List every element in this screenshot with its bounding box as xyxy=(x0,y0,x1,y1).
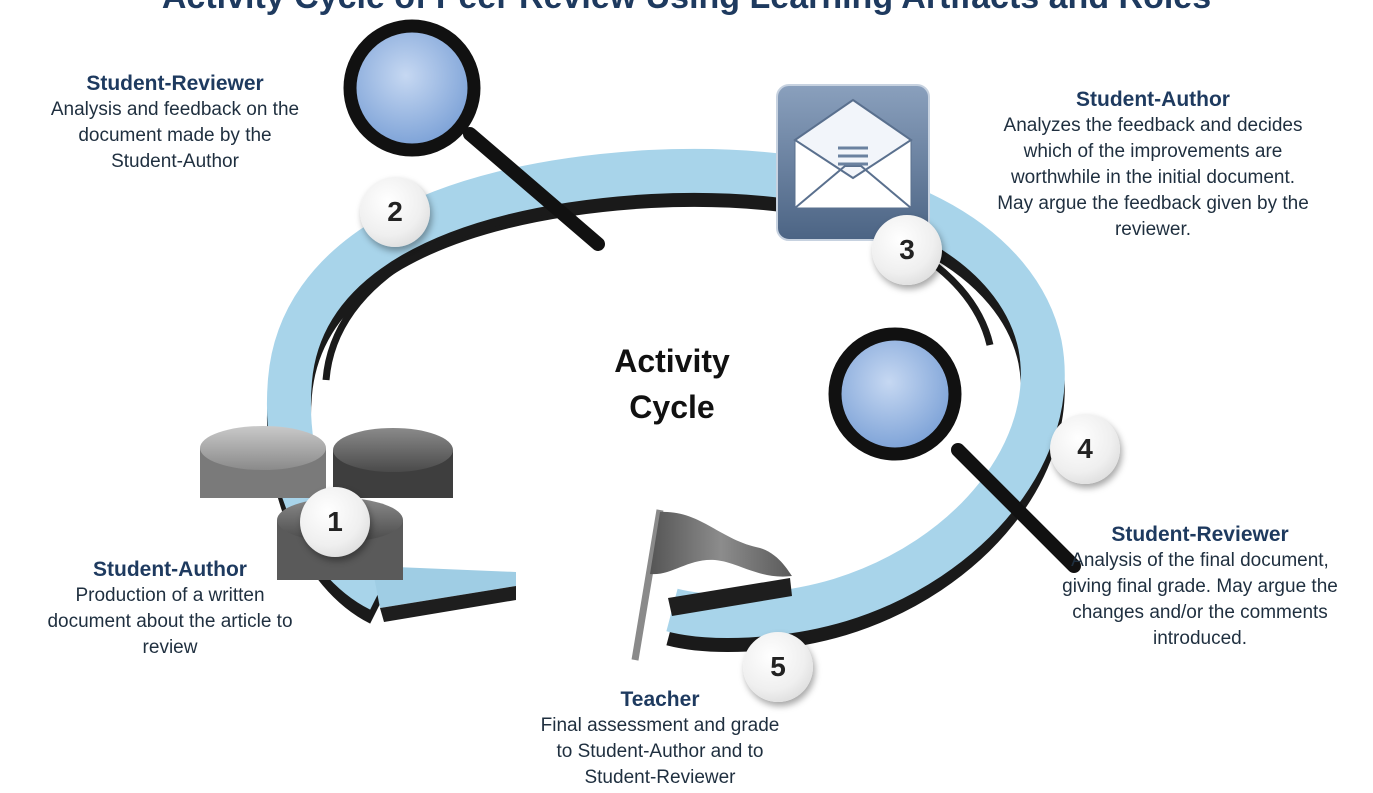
step-5-line: to Student-Author and to xyxy=(556,741,764,762)
step-3-line: reviewer. xyxy=(1114,219,1192,240)
center-title: Activity Cycle xyxy=(572,338,772,430)
step-badge-4: 4 xyxy=(1050,414,1120,484)
step-1-role: Student-Author xyxy=(93,558,247,581)
step-3-line: worthwhile in the initial document. xyxy=(1010,167,1296,188)
center-title-line2: Cycle xyxy=(629,389,715,425)
step-1-line: review xyxy=(142,637,198,658)
step-5-line: Final assessment and grade xyxy=(540,715,780,736)
step-1-line: document about the article to xyxy=(47,611,293,632)
magnifier-icon-step4 xyxy=(828,327,1081,573)
step-4-role: Student-Reviewer xyxy=(1111,523,1289,546)
step-5-role: Teacher xyxy=(620,688,700,711)
step-2-text: Student-Reviewer Analysis and feedback o… xyxy=(20,70,330,175)
step-5-line: Student-Reviewer xyxy=(584,767,736,788)
step-4-line: changes and/or the comments xyxy=(1072,602,1328,623)
step-badge-3: 3 xyxy=(872,215,942,285)
step-1-text: Student-Author Production of a written d… xyxy=(10,556,330,661)
diagram-title: Activity Cycle of Peer Review Using Lear… xyxy=(0,0,1373,17)
step-3-line: May argue the feedback given by the xyxy=(997,193,1309,214)
step-2-line: document made by the xyxy=(78,125,272,146)
magnifier-icon xyxy=(343,19,605,251)
step-4-line: Analysis of the final document, xyxy=(1071,550,1329,571)
step-1-line: Production of a written xyxy=(75,585,265,606)
step-4-line: introduced. xyxy=(1152,628,1247,649)
envelope-icon xyxy=(776,84,930,241)
step-2-line: Student-Author xyxy=(111,151,239,172)
step-badge-1: 1 xyxy=(300,487,370,557)
step-badge-2: 2 xyxy=(360,177,430,247)
step-3-role: Student-Author xyxy=(1076,88,1230,111)
step-2-line: Analysis and feedback on the xyxy=(50,99,300,120)
flag-icon xyxy=(631,509,792,661)
center-title-line1: Activity xyxy=(614,343,730,379)
step-4-text: Student-Reviewer Analysis of the final d… xyxy=(1030,521,1370,652)
step-5-text: Teacher Final assessment and grade to St… xyxy=(505,686,815,791)
step-2-role: Student-Reviewer xyxy=(86,72,264,95)
step-4-line: giving final grade. May argue the xyxy=(1062,576,1338,597)
step-badge-5: 5 xyxy=(743,632,813,702)
step-3-text: Student-Author Analyzes the feedback and… xyxy=(958,86,1348,243)
step-3-line: Analyzes the feedback and decides xyxy=(1003,115,1303,136)
step-3-line: which of the improvements are xyxy=(1023,141,1283,162)
